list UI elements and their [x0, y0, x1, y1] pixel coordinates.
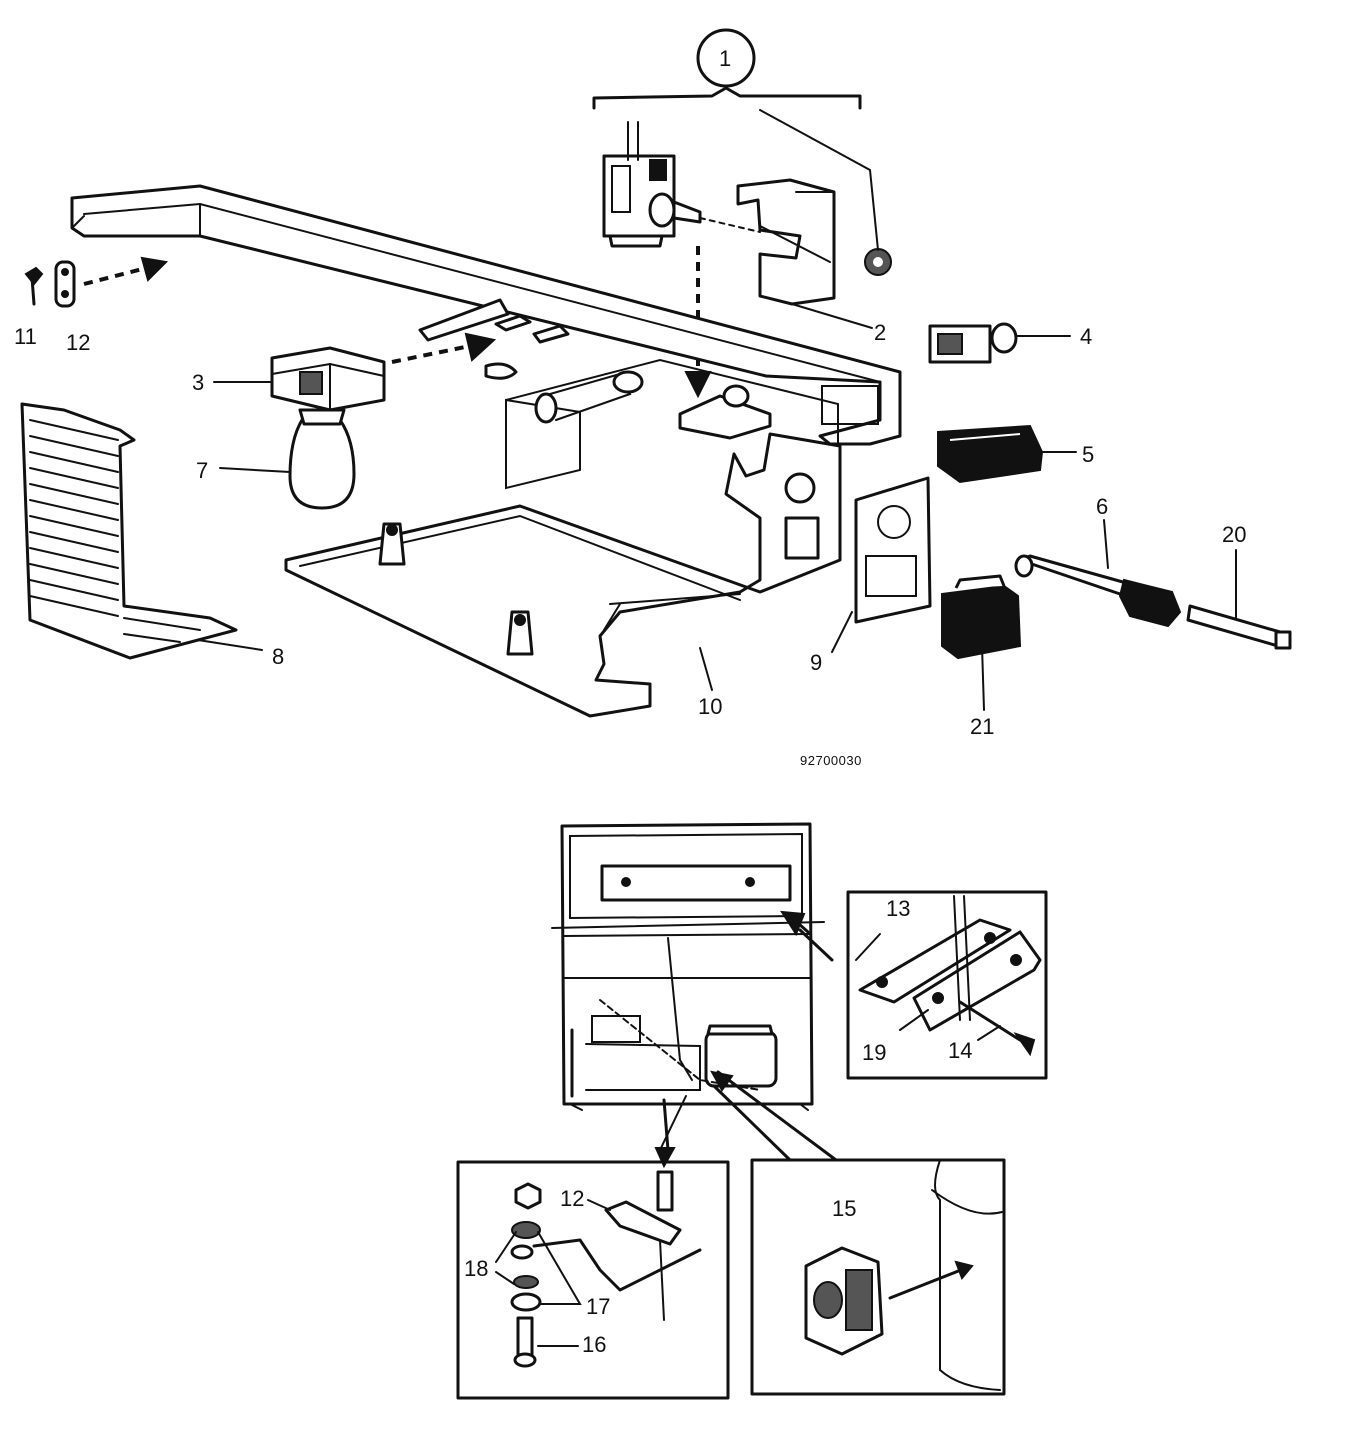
ground-screw-inset: [456, 1095, 730, 1400]
callout-16: 16: [582, 1332, 606, 1357]
callout-10: 10: [698, 694, 722, 719]
callout-3: 3: [192, 370, 204, 395]
leader-19: [899, 1009, 929, 1031]
callout-18: 18: [464, 1256, 488, 1281]
rod-part: [1186, 604, 1292, 650]
bracket-part: [736, 109, 892, 329]
callout-8: 8: [272, 644, 284, 669]
callout-4: 4: [1080, 324, 1092, 349]
grille-panel-part: [20, 402, 238, 660]
callout-17: 17: [586, 1294, 610, 1319]
leader-14: [977, 1025, 1001, 1041]
callout-2: 2: [874, 320, 886, 345]
refrigerator-rear-view: [551, 822, 825, 1111]
switch-part-21: [941, 574, 1022, 660]
switch-part-4: [928, 322, 1018, 364]
lamp-bulb-part: [288, 408, 356, 510]
hinge-plate-inset: [780, 890, 1048, 1080]
callout-11: 11: [14, 324, 37, 349]
thermostat-part: [602, 121, 761, 248]
callout-13: 13: [886, 896, 910, 921]
callout-12: 12: [66, 330, 90, 355]
top-control-panel: [70, 184, 902, 446]
screw-and-clip: [24, 256, 169, 308]
callout-19: 19: [862, 1040, 886, 1065]
rocker-switch-part-5: [937, 424, 1044, 484]
callout-14: 14: [948, 1038, 972, 1063]
callout-20: 20: [1222, 522, 1246, 547]
callout-21: 21: [970, 714, 994, 739]
callout-5: 5: [1082, 442, 1094, 467]
thermostat-assembly-bracket: [592, 28, 862, 110]
callout-12-lower: 12: [560, 1186, 584, 1211]
callout-6: 6: [1096, 494, 1108, 519]
dial-plate-part: [854, 476, 932, 624]
relay-inset: [710, 1070, 1006, 1396]
callout-1: 1: [719, 46, 731, 71]
callout-9: 9: [810, 650, 822, 675]
shaft-part: [1014, 554, 1182, 628]
callout-7: 7: [196, 458, 208, 483]
housing-tray-part: [284, 314, 842, 718]
lamp-holder-part: [270, 332, 497, 412]
drawing-code: 92700030: [800, 753, 862, 768]
callout-15: 15: [832, 1196, 856, 1221]
leader-lines-upper: [197, 335, 1237, 711]
